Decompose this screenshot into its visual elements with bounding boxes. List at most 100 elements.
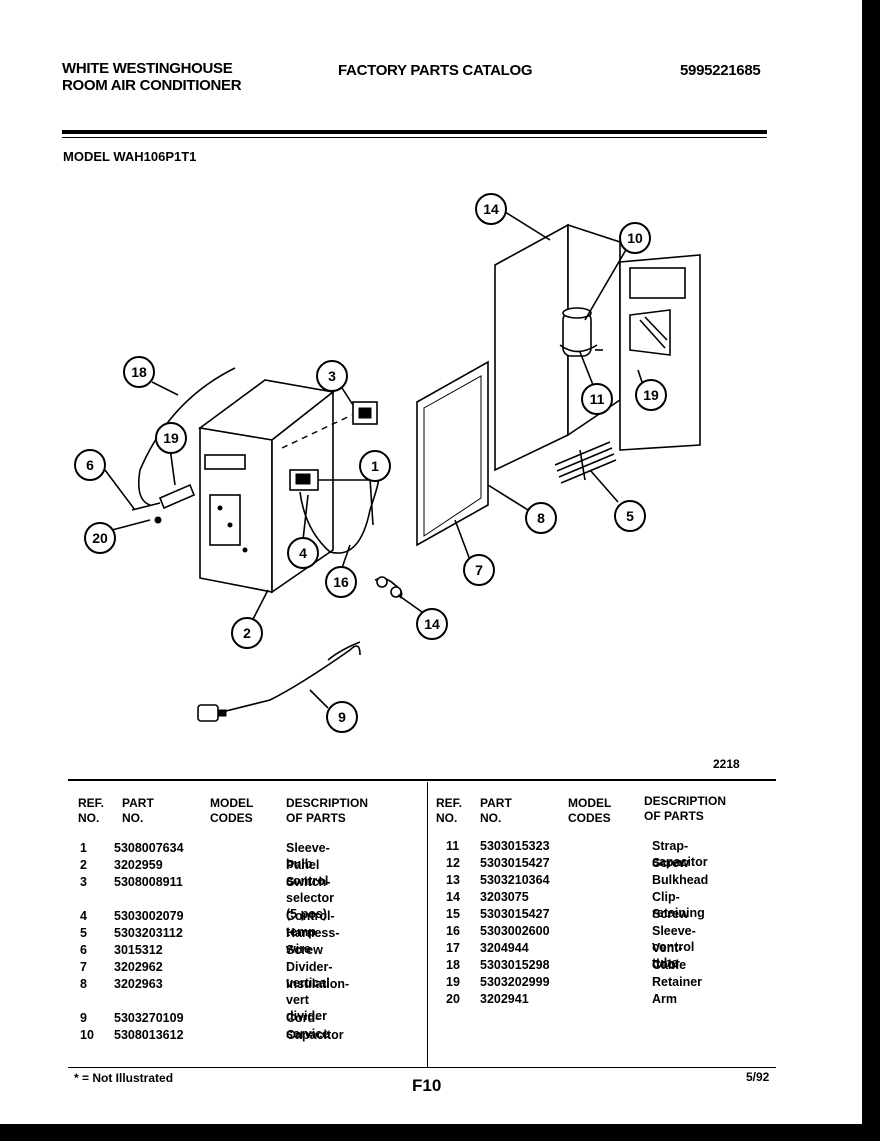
- callout-18: 18: [123, 356, 155, 388]
- callout-4-text: 4: [299, 545, 307, 561]
- callout-8-text: 8: [537, 510, 545, 526]
- row-part-number: 3202963: [114, 977, 163, 991]
- bulkhead-part: [494, 223, 701, 472]
- service-cord-part: [197, 641, 361, 722]
- callout-3-text: 3: [328, 368, 336, 384]
- row-description: Capacitor: [286, 1028, 344, 1042]
- row-description: Switch-selector (5 pos): [286, 875, 334, 921]
- row-description: Panel control: [286, 858, 329, 888]
- row-ref: 14: [446, 890, 460, 904]
- row-description: Arm: [652, 992, 678, 1006]
- row-part-number: 3202962: [114, 960, 163, 974]
- row-ref: 1: [80, 841, 87, 855]
- callout-6-text: 6: [86, 457, 94, 473]
- callout-2-text: 2: [243, 625, 251, 641]
- row-ref: 10: [80, 1028, 94, 1042]
- row-description: Control-temp: [286, 909, 335, 939]
- control-panel-part: [198, 379, 335, 594]
- cable-part: [137, 367, 236, 506]
- row-ref: 18: [446, 958, 460, 972]
- callout-9-text: 9: [338, 709, 346, 725]
- callout-4: 4: [287, 537, 319, 569]
- row-description: Screw: [652, 856, 689, 870]
- callout-6: 6: [74, 449, 106, 481]
- row-part-number: 5303203112: [114, 926, 183, 940]
- header-model-left: MODEL CODES: [210, 796, 254, 825]
- harness-wire-part: [554, 441, 617, 484]
- callout-5-text: 5: [626, 508, 634, 524]
- header-desc-right: DESCRIPTION OF PARTS: [644, 794, 727, 823]
- callout-1-text: 1: [371, 458, 379, 474]
- row-ref: 11: [446, 839, 460, 853]
- callout-18-text: 18: [131, 364, 147, 380]
- row-description: Insulation-vert divider: [286, 977, 350, 1023]
- row-part-number: 5308008911: [114, 875, 183, 889]
- callout-14: 14: [416, 608, 448, 640]
- header-desc-left: DESCRIPTION OF PARTS: [286, 796, 369, 825]
- header-ref-left: REF. NO.: [78, 796, 105, 825]
- callout-8: 8: [525, 502, 557, 534]
- row-part-number: 5308007634: [114, 841, 184, 855]
- row-ref: 7: [80, 960, 87, 974]
- row-description: Cord-service: [286, 1011, 330, 1041]
- scan-edge-bottom: [0, 1124, 880, 1141]
- callout-7: 7: [463, 554, 495, 586]
- callout-9: 9: [326, 701, 358, 733]
- model-number: MODEL WAH106P1T1: [63, 149, 197, 164]
- callout-11: 11: [581, 383, 613, 415]
- retainer-arm-part: [131, 483, 196, 524]
- row-ref: 9: [80, 1011, 87, 1025]
- callout-17: 19: [635, 379, 667, 411]
- brand-block: WHITE WESTINGHOUSE ROOM AIR CONDITIONER: [62, 60, 322, 94]
- row-description: Screw: [652, 907, 689, 921]
- table-column-divider: [427, 782, 428, 1068]
- row-part-number: 3204944: [480, 941, 529, 955]
- row-description: Sleeve-bulb: [286, 841, 330, 871]
- catalog-sheet: WHITE WESTINGHOUSE ROOM AIR CONDITIONER …: [0, 0, 862, 1124]
- row-description: Divider-vertical: [286, 960, 333, 990]
- diagram-code: 2218: [713, 757, 740, 771]
- publication-number: 5995221685: [680, 62, 761, 79]
- row-part-number: 5308013612: [114, 1028, 184, 1042]
- table-bottom-rule: [68, 1067, 776, 1068]
- page-number: F10: [412, 1076, 442, 1095]
- row-ref: 20: [446, 992, 460, 1006]
- row-description: Bulkhead: [652, 873, 709, 887]
- catalog-title: FACTORY PARTS CATALOG: [338, 62, 533, 79]
- header-ref-right: REF. NO.: [436, 796, 463, 825]
- row-ref: 16: [446, 924, 460, 938]
- row-ref: 2: [80, 858, 87, 872]
- callout-13: 14: [475, 193, 507, 225]
- callout-10-text: 10: [627, 230, 643, 246]
- row-part-number: 5303015323: [480, 839, 550, 853]
- callout-19-text: 19: [163, 430, 179, 446]
- callout-17-text: 19: [643, 387, 659, 403]
- header-rule-thin: [62, 137, 767, 138]
- selector-switch-part: [281, 401, 378, 449]
- row-description: Strap-capacitor: [652, 839, 708, 869]
- header-part-left: PART NO.: [122, 796, 154, 825]
- row-part-number: 5303202999: [480, 975, 550, 989]
- scan-edge-right: [862, 0, 880, 1141]
- row-ref: 19: [446, 975, 460, 989]
- capacitor-part: [559, 307, 603, 357]
- row-part-number: 5303015427: [480, 907, 550, 921]
- callout-20-text: 20: [92, 530, 108, 546]
- row-part-number: 5303210364: [480, 873, 550, 887]
- row-description: Cable: [652, 958, 687, 972]
- callout-14-text: 14: [424, 616, 440, 632]
- header-part-right: PART NO.: [480, 796, 512, 825]
- callout-5: 5: [614, 500, 646, 532]
- row-part-number: 5303002600: [480, 924, 550, 938]
- row-part-number: 3202959: [114, 858, 163, 872]
- callout-20: 20: [84, 522, 116, 554]
- row-description: Harness-wire: [286, 926, 340, 956]
- row-description: Screw: [286, 943, 323, 957]
- row-ref: 4: [80, 909, 87, 923]
- row-part-number: 3202941: [480, 992, 529, 1006]
- exploded-parts-diagram: 14 10 11 19 5 8 7 18 19 6 20 3 1 4 16 2 …: [74, 193, 701, 733]
- footnote: * = Not Illustrated: [74, 1071, 174, 1085]
- row-ref: 6: [80, 943, 87, 957]
- row-description: Clip-retaining: [652, 890, 705, 920]
- row-ref: 15: [446, 907, 460, 921]
